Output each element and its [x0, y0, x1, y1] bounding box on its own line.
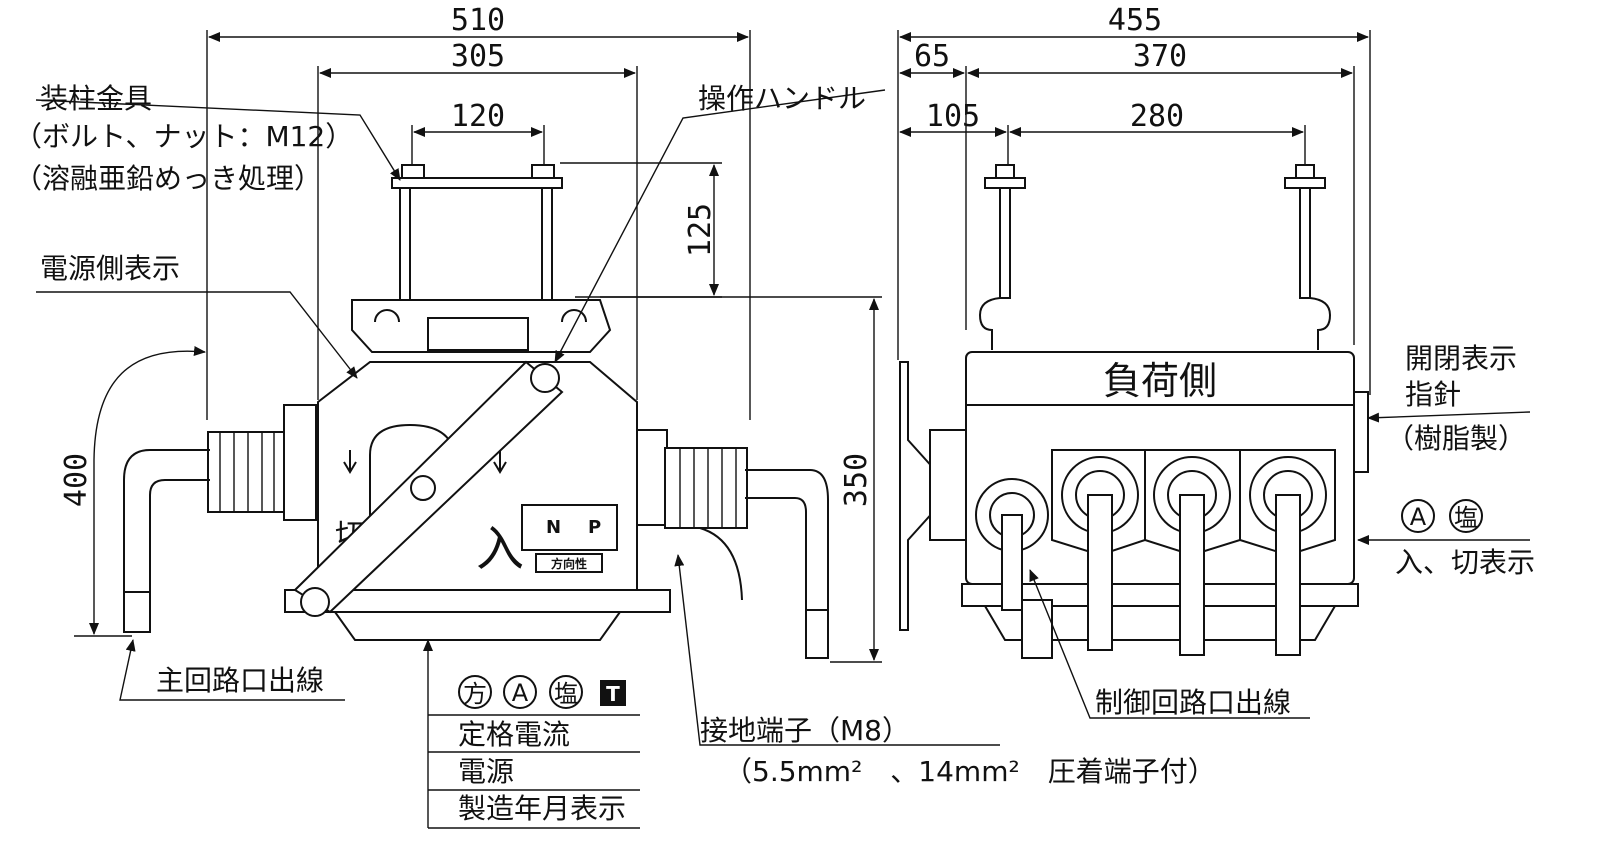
nameplate-n: N [546, 517, 561, 538]
dim-455: 455 [897, 3, 1371, 395]
dim-65: 65 [899, 39, 967, 330]
dim-510-label: 510 [451, 3, 505, 38]
mount-bracket [351, 164, 612, 353]
mark-kata: 方 [458, 675, 492, 709]
dim-305-label: 305 [451, 39, 505, 74]
label-open-close-2: 指針 [1405, 378, 1461, 411]
label-power-side: 電源側表示 [40, 252, 180, 285]
dim-105: 105 [899, 99, 1009, 175]
dim-350-label: 350 [839, 453, 874, 507]
svg-text:T: T [606, 682, 620, 706]
mark-a-right: A [1401, 499, 1435, 533]
leaders-left [35, 89, 1000, 829]
label-open-close-1: 開閉表示 [1405, 342, 1517, 375]
label-ground-spec: （5.5mm² 、14mm² 圧着端子付） [724, 755, 1216, 788]
hook-bolts [978, 164, 1332, 350]
control-bushing [975, 478, 1053, 659]
mark-shio: 塩 [549, 675, 583, 709]
label-on-off: 入、切表示 [1395, 546, 1535, 579]
dim-370: 370 [967, 39, 1355, 345]
label-mount-title: 装柱金具 [40, 82, 152, 115]
svg-text:塩: 塩 [554, 680, 578, 708]
dim-280: 280 [1009, 99, 1306, 175]
dim-105-label: 105 [926, 99, 980, 134]
left-bushing [123, 404, 317, 633]
dim-370-label: 370 [1133, 39, 1187, 74]
label-mount-bolt: （ボルト、ナット：M12） [14, 120, 353, 153]
svg-text:方: 方 [463, 680, 487, 708]
dim-65-label: 65 [914, 39, 950, 74]
svg-text:塩: 塩 [1454, 504, 1478, 532]
label-handle: 操作ハンドル [698, 82, 866, 115]
leaders-right [1029, 411, 1531, 719]
dim-350: 350 [600, 296, 882, 663]
dim-125-label: 125 [683, 203, 718, 257]
mark-shio-right: 塩 [1449, 499, 1483, 533]
right-bushing [636, 429, 829, 659]
label-power: 電源 [458, 755, 514, 788]
side-bracket [899, 361, 967, 631]
label-main-lead: 主回路口出線 [156, 664, 324, 697]
nameplate-on: 入 [476, 521, 524, 577]
label-ground: 接地端子（M8） [700, 714, 910, 747]
label-rated-current: 定格電流 [458, 718, 570, 751]
dim-305: 305 [317, 39, 638, 400]
bushing-1 [1051, 449, 1146, 651]
label-mfg-date: 製造年月表示 [458, 792, 626, 825]
mark-a: A [503, 675, 537, 709]
label-load-side: 負荷側 [1103, 359, 1217, 403]
dim-455-label: 455 [1108, 3, 1162, 38]
dim-120-label: 120 [451, 99, 505, 134]
label-open-close-3: （樹脂製） [1386, 422, 1526, 455]
nameplate-p: P [588, 517, 601, 538]
operating-handle [293, 360, 564, 617]
dim-510: 510 [206, 3, 751, 420]
tc-logo: T [600, 680, 626, 706]
label-control-lead: 制御回路口出線 [1095, 686, 1291, 719]
bushing-3 [1239, 449, 1336, 656]
dim-120: 120 [411, 99, 545, 175]
svg-text:A: A [1410, 503, 1427, 531]
dim-125: 125 [560, 162, 722, 298]
dim-280-label: 280 [1130, 99, 1184, 134]
svg-text:A: A [512, 679, 529, 707]
label-mount-galv: （溶融亜鉛めっき処理） [14, 162, 322, 195]
dim-400-label: 400 [59, 453, 94, 507]
bushing-2 [1144, 449, 1241, 656]
nameplate-direction: 方向性 [551, 556, 587, 571]
dim-400: 400 [59, 346, 206, 637]
